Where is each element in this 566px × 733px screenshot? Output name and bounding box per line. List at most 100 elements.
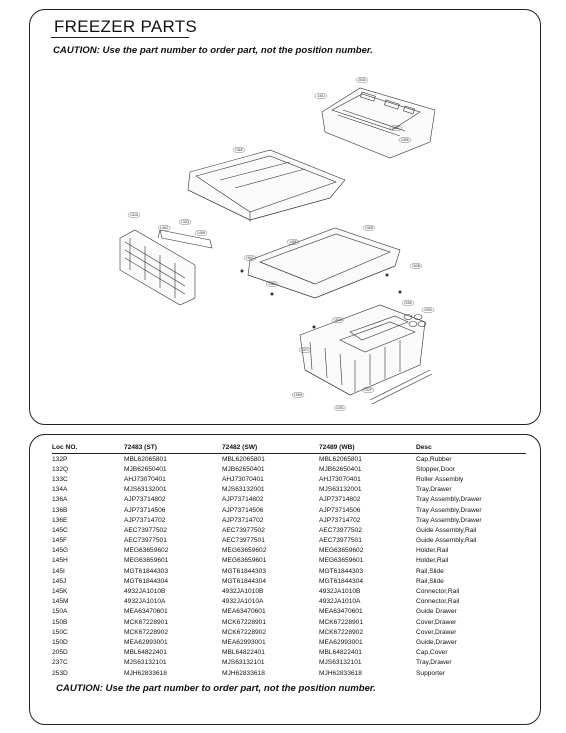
cell-desc: Connector,Rail <box>416 598 460 606</box>
cell-loc-no: 136B <box>52 506 68 514</box>
cell-desc: Cap,Cover <box>416 649 448 657</box>
cell-part-72489: MEA62993001 <box>319 638 363 646</box>
callout: 145G <box>157 224 171 231</box>
middle-tray-drawing <box>247 227 401 299</box>
cell-part-72482: AHJ73070401 <box>222 475 264 483</box>
cell-part-72482: AJP73714702 <box>222 516 264 524</box>
cell-desc: Guide Assembly,Rail <box>416 526 477 534</box>
cell-part-72489: MGT61844304 <box>319 577 363 585</box>
cell-part-72489: AJP73714802 <box>319 496 361 504</box>
svg-text:145C: 145C <box>392 126 401 130</box>
side-cover-drawing <box>119 229 213 306</box>
svg-text:145H: 145H <box>197 231 206 235</box>
cell-desc: Cover,Drawer <box>416 618 457 626</box>
cell-loc-no: 145M <box>52 598 69 606</box>
cell-part-72489: MCK67228901 <box>319 618 363 626</box>
table-header-row: Loc NO. 72483 (ST) 72482 (SW) 72489 (WB)… <box>52 441 526 454</box>
exploded-parts-diagram: 145J 145C 145K 136E 134A 145G 145H 145F … <box>119 76 436 412</box>
cell-part-72489: AJP73714506 <box>319 506 361 514</box>
cell-desc: Cap,Rubber <box>416 455 452 463</box>
cell-part-72482: MEA62993001 <box>222 638 266 646</box>
cell-loc-no: 145C <box>52 526 68 534</box>
cell-part-72489: MCK67228902 <box>319 628 363 636</box>
title-underline <box>51 37 189 38</box>
callout: 132P <box>361 387 375 394</box>
cell-part-72482: MCK67228902 <box>222 628 266 636</box>
cell-part-72489: 4932JA1010B <box>319 588 361 596</box>
cell-loc-no: 150A <box>52 608 68 616</box>
svg-text:134A: 134A <box>130 213 139 217</box>
cell-loc-no: 205D <box>52 649 68 657</box>
cell-part-72482: MEG63659602 <box>222 547 267 555</box>
cell-part-72483: MJS63132001 <box>124 486 167 494</box>
svg-text:136E: 136E <box>235 148 244 152</box>
cell-loc-no: 145K <box>52 588 68 596</box>
callout: 253D <box>355 76 369 83</box>
cell-part-72483: MCK67228902 <box>124 628 168 636</box>
cell-part-72483: MJB62650401 <box>124 465 167 473</box>
svg-text:237C: 237C <box>301 348 310 352</box>
cell-loc-no: 145G <box>52 547 69 555</box>
fastener-dots <box>240 269 402 329</box>
callout: 136B <box>362 224 376 231</box>
cell-desc: Guide Drawer <box>416 608 457 616</box>
svg-text:205D: 205D <box>404 301 413 305</box>
cell-part-72482: 4932JA1010B <box>222 588 264 596</box>
cell-desc: Roller Assembly <box>416 475 464 483</box>
cell-part-72482: AJP73714506 <box>222 506 264 514</box>
cell-loc-no: 253D <box>52 669 68 677</box>
cell-part-72483: AEC73977502 <box>124 526 167 534</box>
callout: 134A <box>127 211 141 218</box>
svg-text:145M: 145M <box>294 393 303 397</box>
callout-labels: 145J 145C 145K 136E 134A 145G 145H 145F … <box>127 76 435 412</box>
callout: 145H <box>194 229 208 236</box>
cell-loc-no: 145H <box>52 557 68 565</box>
page-title: FREEZER PARTS <box>54 17 198 36</box>
cell-loc-no: 150B <box>52 618 68 626</box>
callout: 136E <box>232 146 246 153</box>
cell-part-72482: MEA63470601 <box>222 608 266 616</box>
cell-part-72483: AJP73714702 <box>124 516 166 524</box>
cell-part-72482: AEC73977502 <box>222 526 265 534</box>
cell-desc: Rail,Slide <box>416 567 444 575</box>
cell-part-72483: MEA62993001 <box>124 638 168 646</box>
cell-part-72482: AEC73977501 <box>222 537 265 545</box>
divider-tray-drawing <box>321 87 436 159</box>
cell-desc: Stopper,Door <box>416 465 455 473</box>
cell-part-72489: MEA63470601 <box>319 608 363 616</box>
column-header-desc: Desc <box>416 443 432 451</box>
svg-text:145G: 145G <box>160 226 169 230</box>
cell-desc: Tray Assembly,Drawer <box>416 496 482 504</box>
cell-part-72489: AHJ73070401 <box>319 475 361 483</box>
cell-part-72483: MBL64822401 <box>124 649 167 657</box>
cell-part-72489: MJS63132001 <box>319 486 362 494</box>
parts-table: Loc NO. 72483 (ST) 72482 (SW) 72489 (WB)… <box>52 441 526 678</box>
cell-loc-no: 133C <box>52 475 68 483</box>
cell-part-72482: MBL64822401 <box>222 649 265 657</box>
callout: 205D <box>401 299 415 306</box>
cell-desc: Guide,Drawer <box>416 638 457 646</box>
cell-desc: Tray,Drawer <box>416 659 452 667</box>
roller-assembly-drawing <box>403 314 427 327</box>
cell-loc-no: 150C <box>52 628 68 636</box>
cell-loc-no: 132P <box>52 455 68 463</box>
cell-part-72489: MEG63659601 <box>319 557 364 565</box>
cell-part-72483: MJS63132101 <box>124 659 167 667</box>
cell-part-72489: MJH62833618 <box>319 669 362 677</box>
callout: 237C <box>298 347 312 354</box>
svg-text:132Q: 132Q <box>181 220 190 224</box>
cell-part-72482: MEG63659601 <box>222 557 267 565</box>
cell-part-72482: MBL62065801 <box>222 455 265 463</box>
cell-loc-no: 145I <box>52 567 65 575</box>
